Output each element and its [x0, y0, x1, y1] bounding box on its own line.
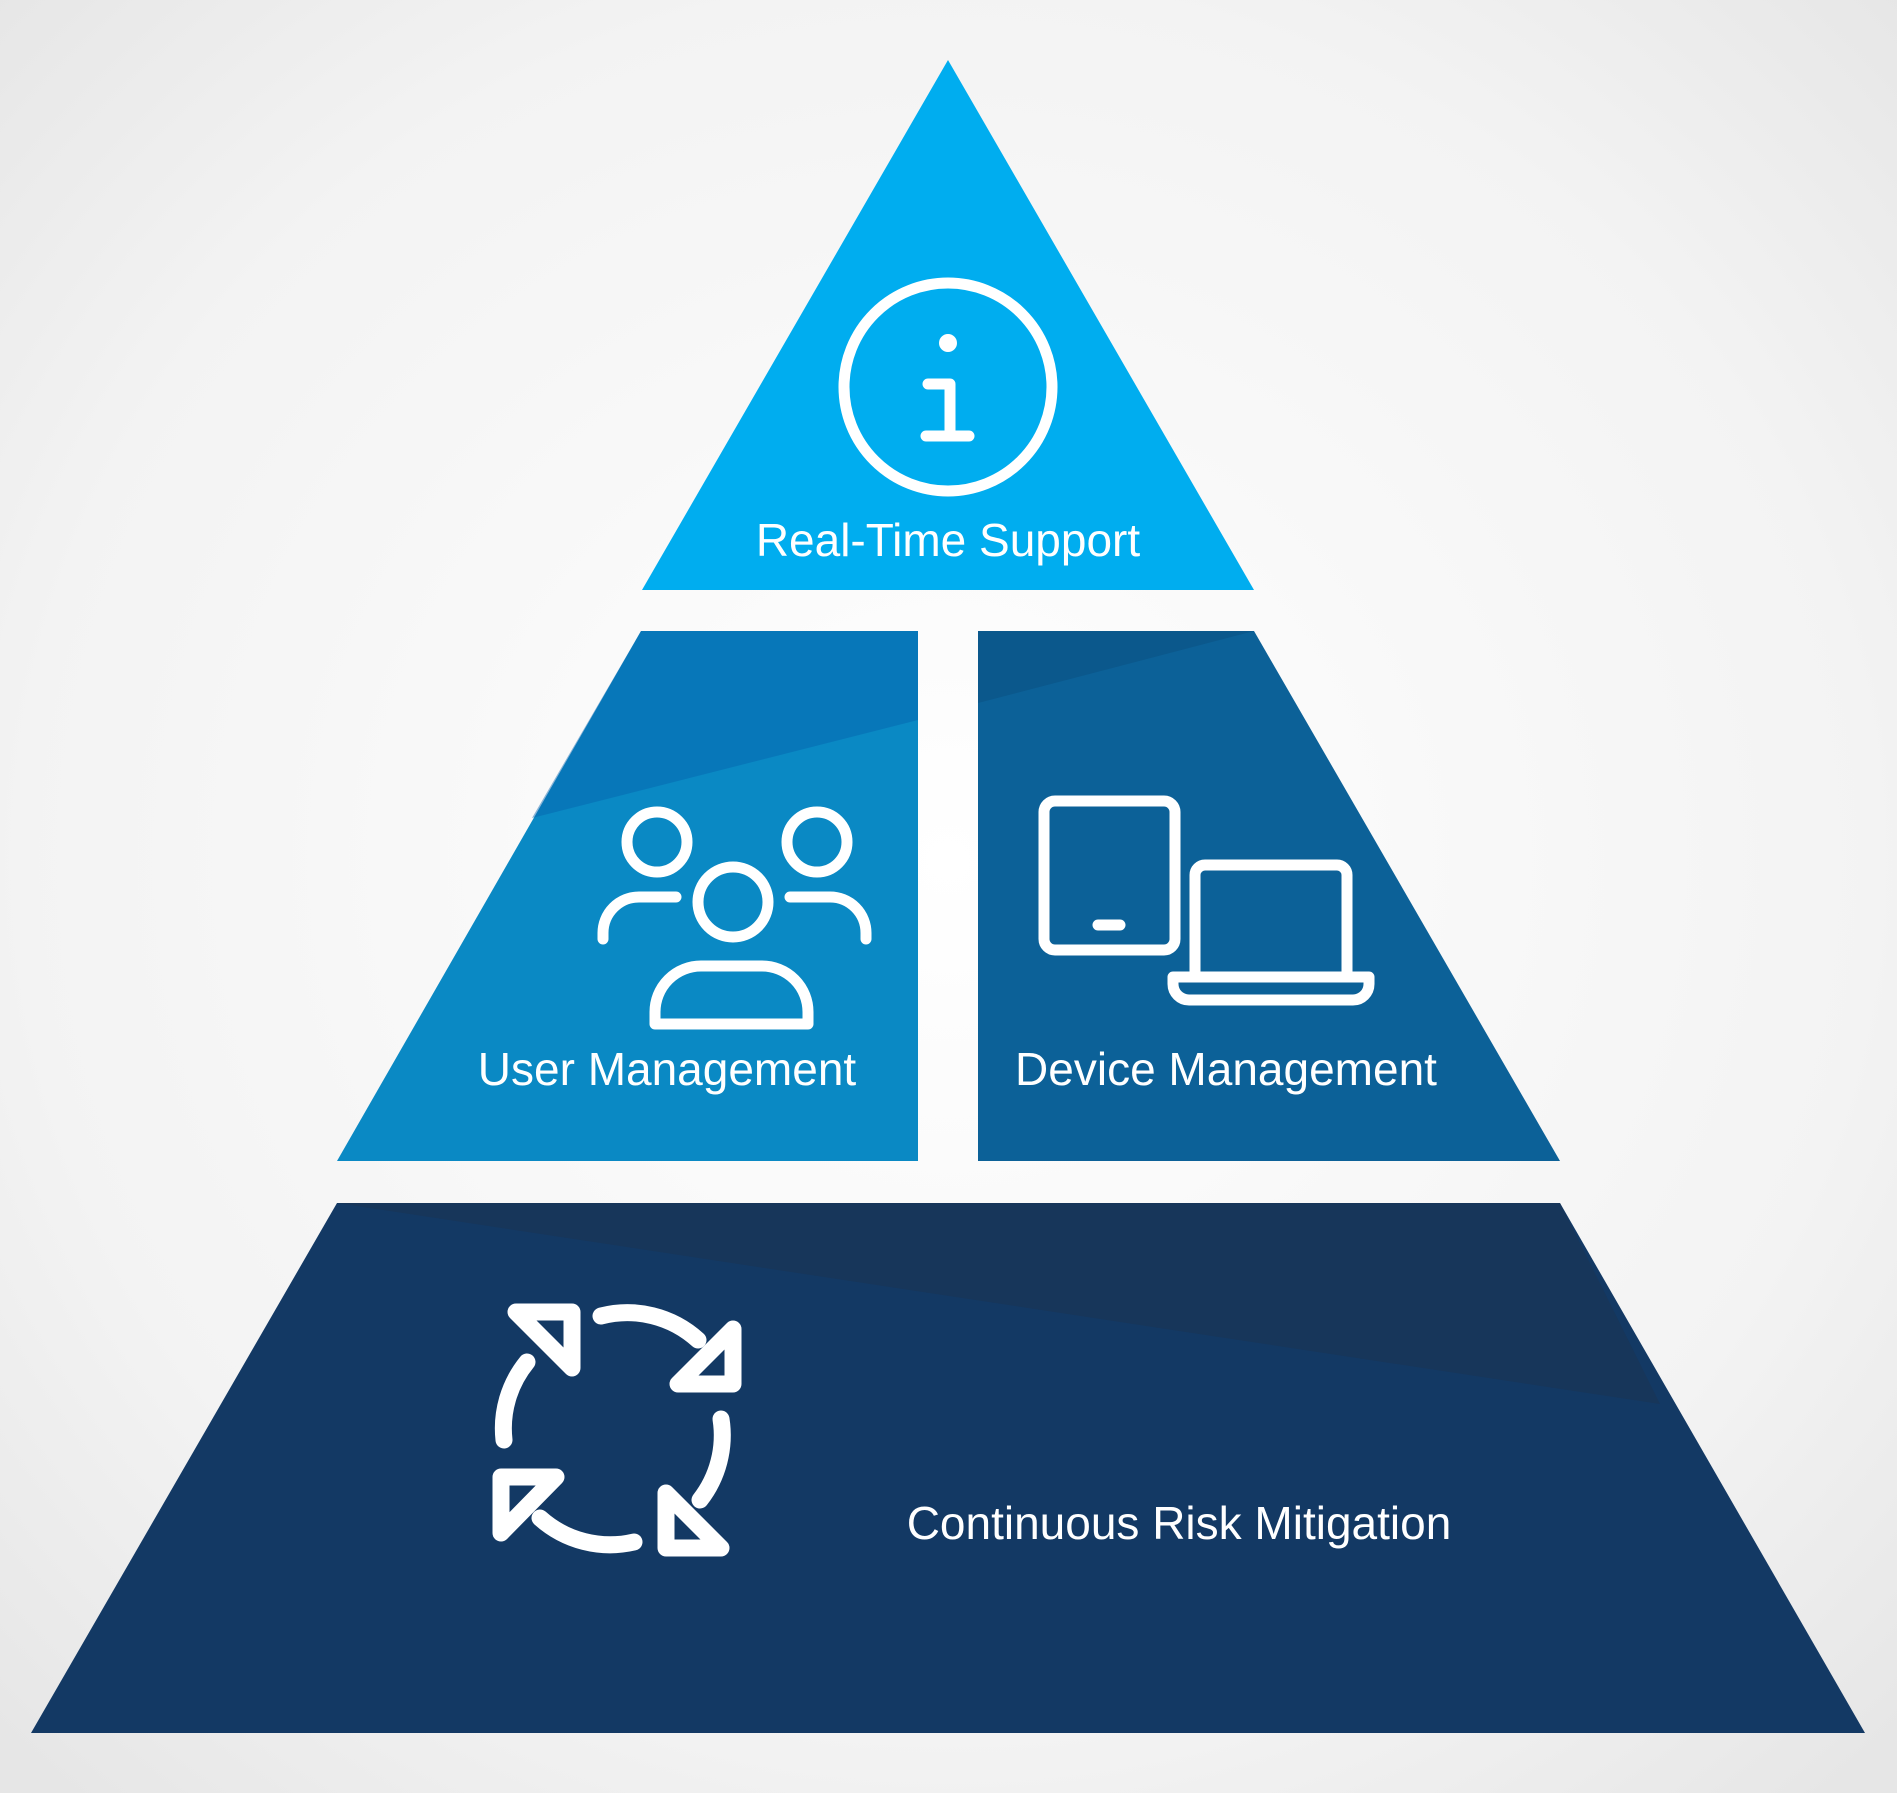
tier-bottom: Continuous Risk Mitigation: [31, 1203, 1865, 1733]
tier-top-label: Real-Time Support: [756, 514, 1141, 566]
tier-top: Real-Time Support: [642, 60, 1254, 590]
tier-top-shape: [642, 60, 1254, 590]
tier-middle-right-shape: [978, 631, 1560, 1161]
devices-icon: [1038, 795, 1375, 1006]
users-group-icon: [597, 806, 872, 1030]
tier-middle-left: User Management: [337, 631, 918, 1161]
tier-middle-left-label: User Management: [478, 1043, 857, 1095]
info-icon: [838, 277, 1058, 497]
refresh-cycle-icon: [492, 1303, 742, 1557]
tier-middle-left-shade: [532, 631, 918, 818]
tier-middle-right-shade: [978, 631, 1254, 703]
tier-middle-right-label: Device Management: [1015, 1043, 1437, 1095]
tier-bottom-label: Continuous Risk Mitigation: [907, 1497, 1452, 1549]
tier-bottom-shade: [337, 1203, 1660, 1404]
tier-middle-right: Device Management: [978, 631, 1560, 1161]
